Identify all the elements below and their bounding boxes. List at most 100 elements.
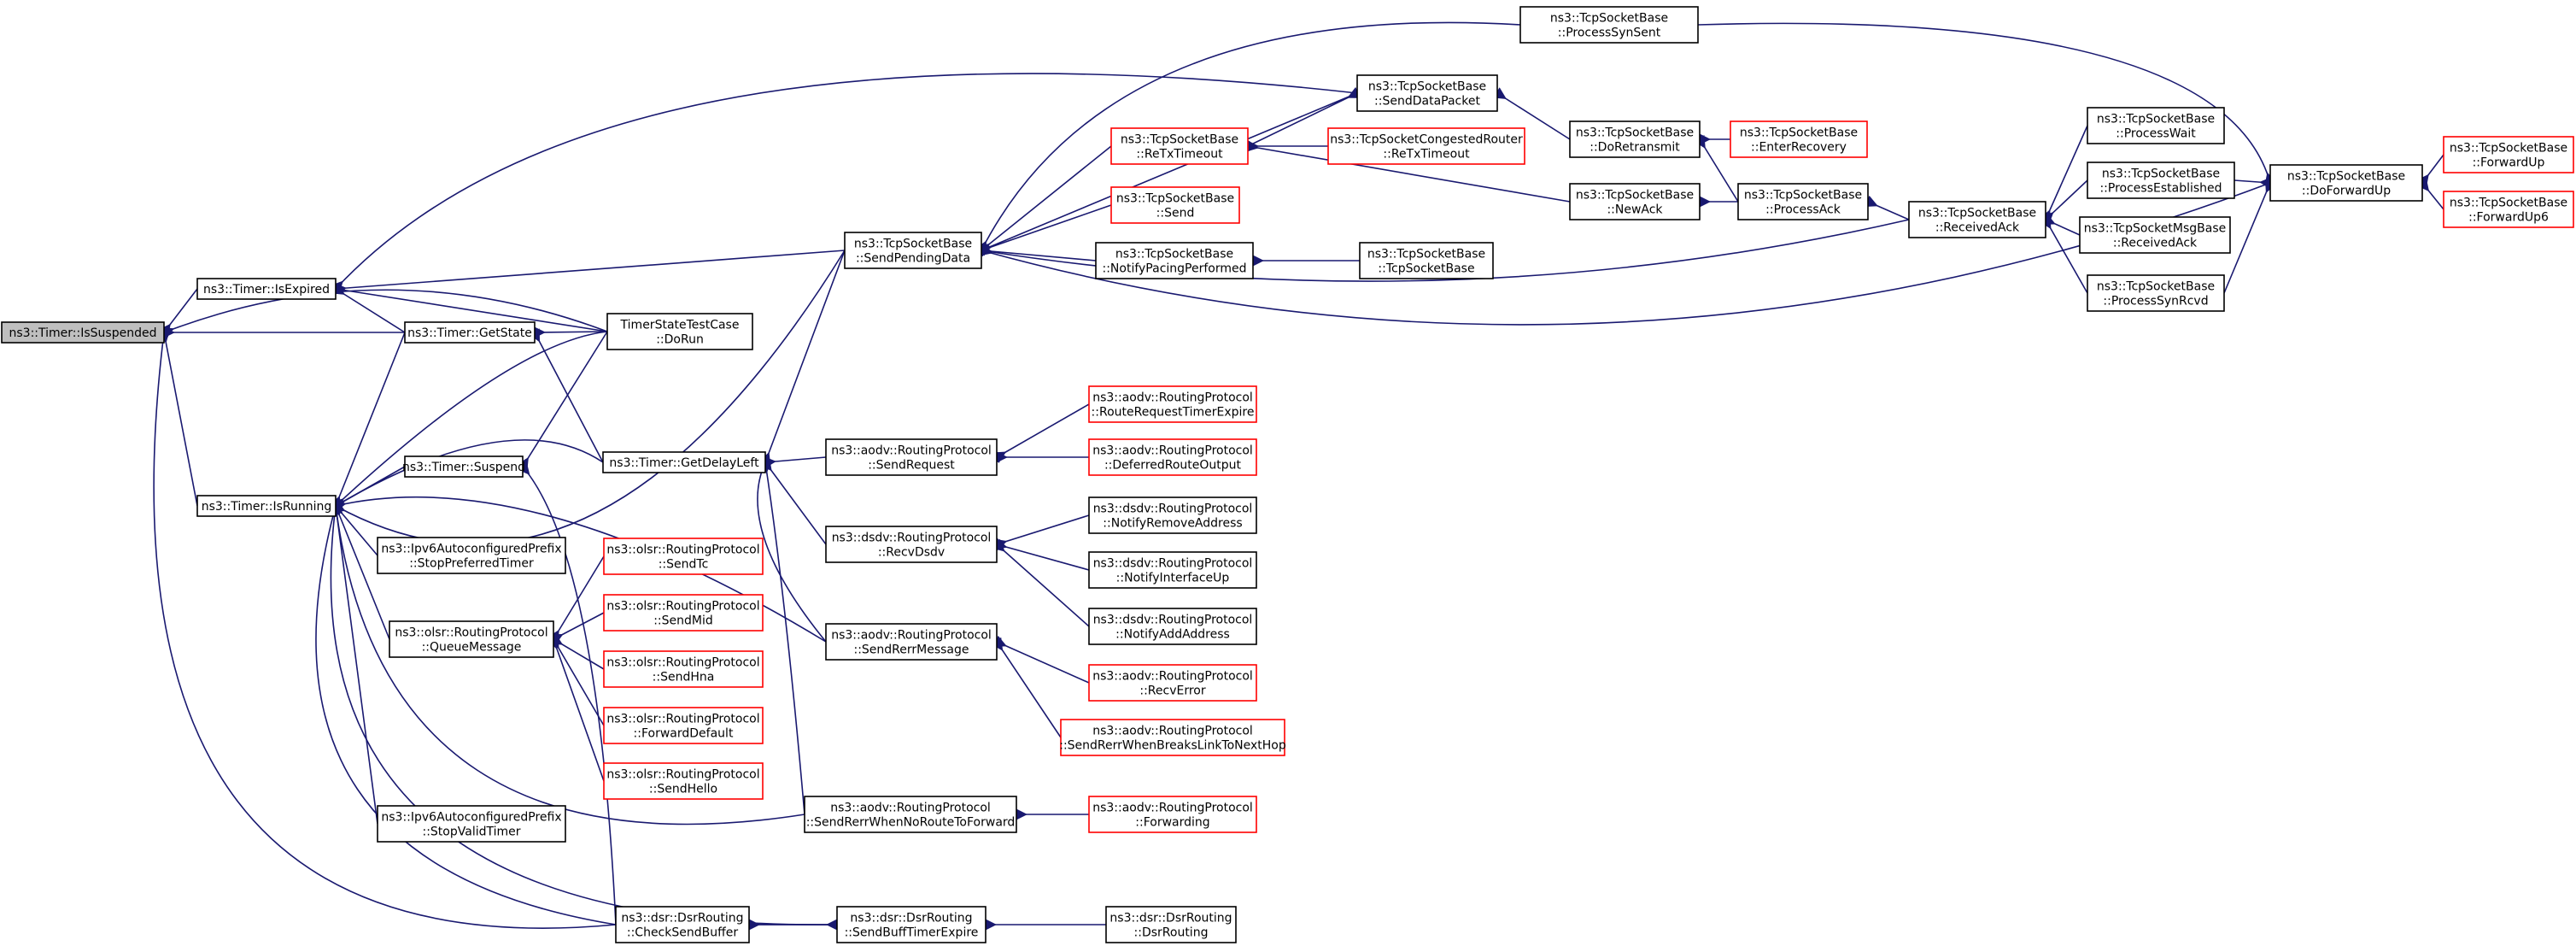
node-new-ack[interactable]: ns3::TcpSocketBase::NewAck	[1569, 183, 1701, 220]
node-notify-pacing[interactable]: ns3::TcpSocketBase::NotifyPacingPerforme…	[1095, 242, 1254, 279]
node-dsdv-notify-up[interactable]: ns3::dsdv::RoutingProtocol::NotifyInterf…	[1088, 551, 1257, 589]
node-aodv-send-request[interactable]: ns3::aodv::RoutingProtocol::SendRequest	[825, 438, 998, 476]
node-label: ::DoForwardUp	[2302, 185, 2391, 198]
call-edge-process-ack-to-do-retransmit	[1694, 134, 1739, 203]
call-edge-is-running-to-is-suspended	[157, 330, 198, 507]
node-box	[2079, 216, 2231, 254]
call-edge-aodv-send-rerr-to-get-delay-left	[757, 458, 827, 643]
node-tcb-cong-router-re-tx[interactable]: ns3::TcpSocketCongestedRouter::ReTxTimeo…	[1327, 127, 1525, 165]
call-edge-olsr-forward-default-to-olsr-queue	[547, 635, 605, 726]
node-aodv-deferred[interactable]: ns3::aodv::RoutingProtocol::DeferredRout…	[1088, 438, 1257, 476]
node-dsr-check-send-buffer[interactable]: ns3::dsr::DsrRouting::CheckSendBuffer	[615, 906, 750, 943]
call-edge-dsr-check-send-buffer-to-is-running	[315, 502, 617, 925]
node-olsr-send-mid[interactable]: ns3::olsr::RoutingProtocol::SendMid	[603, 594, 764, 632]
node-olsr-send-tc[interactable]: ns3::olsr::RoutingProtocol::SendTc	[603, 538, 764, 575]
node-label: ns3::aodv::RoutingProtocol	[830, 802, 991, 815]
node-timer-state-test[interactable]: TimerStateTestCase::DoRun	[606, 313, 753, 350]
node-get-delay-left[interactable]: ns3::Timer::GetDelayLeft	[602, 451, 766, 473]
call-edge-process-wait-to-received-ack	[2039, 125, 2088, 224]
node-tcp-socket-base-ctor[interactable]: ns3::TcpSocketBase::TcpSocketBase	[1359, 242, 1494, 279]
node-label: ns3::olsr::RoutingProtocol	[606, 544, 759, 557]
call-edge-ipv6-stop-valid-to-is-running	[329, 503, 378, 825]
node-label: ns3::aodv::RoutingProtocol	[1092, 444, 1253, 458]
node-box	[2087, 107, 2225, 144]
call-edge-dsdv-recv-to-get-delay-left	[759, 457, 827, 545]
call-edge-send-data-packet-to-send-pending-data	[977, 92, 1358, 257]
node-label: ns3::TcpSocketBase	[1740, 126, 1858, 140]
node-box	[615, 906, 750, 943]
node-label: ::CheckSendBuffer	[627, 926, 738, 940]
call-edge-timer-state-test-to-is-suspended	[161, 289, 608, 339]
node-enter-recovery[interactable]: ns3::TcpSocketBase::EnterRecovery	[1730, 120, 1868, 158]
node-is-suspended[interactable]: ns3::Timer::IsSuspended	[1, 321, 165, 344]
node-process-established[interactable]: ns3::TcpSocketBase::ProcessEstablished	[2087, 162, 2235, 199]
node-aodv-forwarding[interactable]: ns3::aodv::RoutingProtocol::Forwarding	[1088, 796, 1257, 833]
node-dsr-ctor[interactable]: ns3::dsr::DsrRouting::DsrRouting	[1105, 906, 1237, 943]
node-aodv-recv-error[interactable]: ns3::aodv::RoutingProtocol::RecvError	[1088, 664, 1257, 702]
call-edge-re-tx-timeout-to-send-pending-data	[976, 145, 1112, 256]
node-olsr-send-hna[interactable]: ns3::olsr::RoutingProtocol::SendHna	[603, 650, 764, 688]
call-edge-olsr-send-tc-to-olsr-queue	[547, 555, 605, 643]
node-box	[1737, 183, 1869, 220]
node-label: ns3::TcpSocketBase	[1576, 126, 1694, 140]
node-is-running[interactable]: ns3::Timer::IsRunning	[196, 495, 337, 517]
call-edge-process-established-to-do-forward-up	[2234, 176, 2272, 190]
node-send-data-packet[interactable]: ns3::TcpSocketBase::SendDataPacket	[1356, 74, 1498, 112]
node-forward-up[interactable]: ns3::TcpSocketBase::ForwardUp	[2443, 136, 2574, 173]
call-edge-notify-pacing-to-send-pending-data	[979, 244, 1097, 261]
node-process-wait[interactable]: ns3::TcpSocketBase::ProcessWait	[2087, 107, 2225, 144]
node-label: ns3::TcpSocketBase	[1576, 189, 1694, 203]
node-box	[2087, 162, 2235, 199]
node-label: ns3::TcpSocketBase	[2450, 142, 2567, 156]
node-msg-base-received-ack[interactable]: ns3::TcpSocketMsgBase::ReceivedAck	[2079, 216, 2231, 254]
call-edge-timer-state-test-to-suspend	[517, 331, 608, 472]
node-ipv6-stop-preferred[interactable]: ns3::Ipv6AutoconfiguredPrefix::StopPrefe…	[377, 537, 566, 574]
node-dsdv-notify-remove[interactable]: ns3::dsdv::RoutingProtocol::NotifyRemove…	[1088, 497, 1257, 534]
node-label: TimerStateTestCase	[620, 319, 740, 332]
node-aodv-send-rerr[interactable]: ns3::aodv::RoutingProtocol::SendRerrMess…	[825, 623, 998, 661]
node-label: ns3::TcpSocketBase	[2097, 113, 2215, 126]
node-box	[606, 313, 753, 350]
node-label: ::ReceivedAck	[2113, 237, 2198, 250]
node-tcp-send[interactable]: ns3::TcpSocketBase::Send	[1110, 186, 1240, 224]
node-olsr-forward-default[interactable]: ns3::olsr::RoutingProtocol::ForwardDefau…	[603, 707, 764, 744]
call-edge-olsr-queue-to-is-running	[329, 502, 390, 640]
node-process-ack[interactable]: ns3::TcpSocketBase::ProcessAck	[1737, 183, 1869, 220]
node-aodv-send-rerr-breaks[interactable]: ns3::aodv::RoutingProtocol::SendRerrWhen…	[1059, 719, 1286, 756]
node-forward-up6[interactable]: ns3::TcpSocketBase::ForwardUp6	[2443, 191, 2574, 228]
call-edge-process-syn-rcvd-to-do-forward-up	[2223, 179, 2277, 294]
node-dsdv-notify-add[interactable]: ns3::dsdv::RoutingProtocol::NotifyAddAdd…	[1088, 608, 1257, 645]
node-label: ::ForwardDefault	[634, 727, 734, 741]
node-dsr-send-buff-expire[interactable]: ns3::dsr::DsrRouting::SendBuffTimerExpir…	[836, 906, 986, 943]
node-aodv-route-req-expire[interactable]: ns3::aodv::RoutingProtocol::RouteRequest…	[1088, 385, 1257, 423]
call-edge-timer-state-test-to-is-running	[331, 331, 608, 512]
node-label: ::DoRun	[656, 333, 704, 347]
node-process-syn-sent[interactable]: ns3::TcpSocketBase::ProcessSynSent	[1519, 6, 1699, 44]
node-process-syn-rcvd[interactable]: ns3::TcpSocketBase::ProcessSynRcvd	[2087, 274, 2225, 312]
node-label: ::ProcessSynSent	[1558, 26, 1661, 40]
node-suspend[interactable]: ns3::Timer::Suspend	[402, 455, 525, 478]
node-box	[404, 455, 524, 478]
node-aodv-send-rerr-no-route[interactable]: ns3::aodv::RoutingProtocol::SendRerrWhen…	[804, 796, 1017, 833]
node-received-ack[interactable]: ns3::TcpSocketBase::ReceivedAck	[1908, 201, 2046, 238]
node-re-tx-timeout[interactable]: ns3::TcpSocketBase::ReTxTimeout	[1110, 127, 1249, 165]
node-label: ns3::TcpSocketBase	[1550, 12, 1668, 26]
node-get-state[interactable]: ns3::Timer::GetState	[404, 321, 536, 344]
node-label: ns3::Timer::GetDelayLeft	[609, 456, 759, 470]
node-box	[1088, 796, 1257, 833]
node-dsdv-recv[interactable]: ns3::dsdv::RoutingProtocol::RecvDsdv	[825, 526, 998, 563]
node-label: ::ProcessAck	[1765, 203, 1841, 217]
node-label: ::SendRequest	[868, 459, 955, 473]
node-olsr-send-hello[interactable]: ns3::olsr::RoutingProtocol::SendHello	[603, 762, 764, 800]
node-label: ns3::TcpSocketBase	[1744, 189, 1862, 203]
node-ipv6-stop-valid[interactable]: ns3::Ipv6AutoconfiguredPrefix::StopValid…	[377, 805, 566, 843]
node-label: ns3::TcpSocketBase	[1368, 80, 1486, 94]
node-do-forward-up[interactable]: ns3::TcpSocketBase::DoForwardUp	[2269, 164, 2423, 202]
node-label: ns3::Timer::GetState	[407, 326, 532, 340]
node-send-pending-data[interactable]: ns3::TcpSocketBase::SendPendingData	[844, 232, 982, 269]
node-label: ::ReTxTimeout	[1383, 148, 1470, 162]
node-do-retransmit[interactable]: ns3::TcpSocketBase::DoRetransmit	[1569, 120, 1701, 158]
node-olsr-queue[interactable]: ns3::olsr::RoutingProtocol::QueueMessage	[389, 620, 554, 658]
node-is-expired[interactable]: ns3::Timer::IsExpired	[196, 278, 337, 300]
